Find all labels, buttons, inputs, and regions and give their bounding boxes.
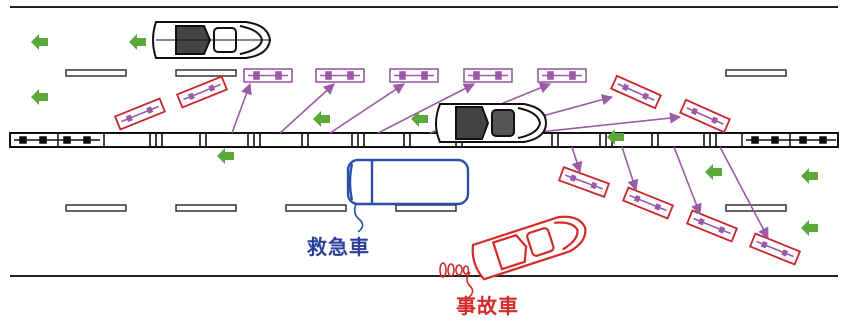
tilted-segments-upper	[113, 74, 731, 134]
green-arrow-icon	[801, 168, 818, 184]
barrier-segment-icon	[679, 98, 731, 134]
green-arrow-icon	[313, 111, 330, 127]
green-arrow-icon	[217, 148, 234, 164]
lane-dashes-lower	[65, 204, 787, 212]
green-arrow-icon	[705, 164, 722, 180]
barrier-segment-icon	[557, 166, 611, 198]
lane-dashes-upper	[65, 69, 787, 77]
center-barrier	[9, 132, 839, 148]
green-arrow-icon	[801, 220, 818, 236]
barrier-segment-icon	[610, 74, 662, 110]
barrier-segment-icon	[175, 75, 229, 109]
barrier-segment-icon	[748, 232, 802, 266]
car-icon	[152, 21, 272, 59]
ambulance-icon	[346, 158, 470, 233]
green-arrow-icon	[31, 34, 48, 50]
car-icon	[435, 103, 548, 143]
green-arrow-icon	[411, 111, 428, 127]
traffic-flow-arrows	[31, 34, 818, 236]
green-arrow-icon	[607, 129, 624, 145]
green-arrow-icon	[31, 89, 48, 105]
barrier-segment-icon	[685, 209, 739, 243]
barrier-segment-icon	[463, 68, 513, 83]
barrier-segment-icon	[621, 186, 675, 220]
accident-vehicle-label: 事故車	[456, 294, 519, 318]
accident-car-icon	[439, 215, 587, 299]
barrier-segment-icon	[315, 68, 365, 83]
barrier-segment-icon	[243, 68, 293, 83]
barrier-segment-icon	[389, 68, 439, 83]
barrier-segment-icon	[537, 68, 587, 83]
ambulance-label: 救急車	[307, 235, 370, 259]
relocated-barrier-segments-top	[243, 68, 587, 83]
tilted-segments-lower	[557, 166, 802, 266]
green-arrow-icon	[129, 34, 146, 50]
barrier-segment-icon	[113, 97, 167, 131]
